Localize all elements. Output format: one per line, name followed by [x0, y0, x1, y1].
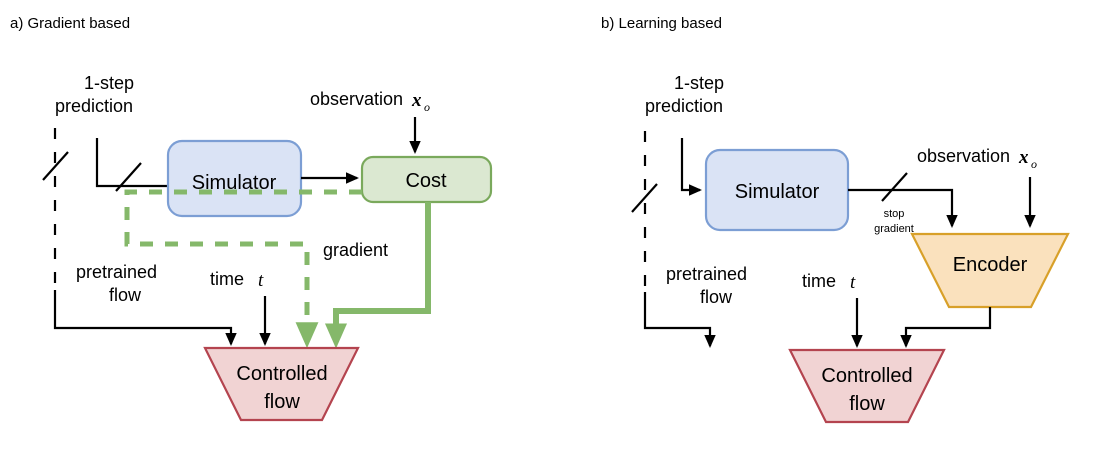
panel-a-observation-label: observation x o: [310, 89, 430, 114]
panel-b-controlled-flow-shape[interactable]: [788, 348, 946, 424]
panel-a-title: a) Gradient based: [10, 15, 130, 32]
panel-b-encoder-shape[interactable]: [910, 232, 1070, 309]
panel-b-time-text: time: [802, 271, 836, 291]
panel-b-observation-label: observation x o: [917, 146, 1037, 171]
panel-a-pretrained-flow-line-2: flow: [109, 285, 142, 305]
panel-b-controlled-flow-label-line-1: Controlled: [821, 365, 912, 387]
panel-a-one-step-prediction-label: 1-step prediction: [55, 73, 134, 116]
panel-b-time-label: time t: [802, 271, 856, 293]
panel-a-controlled-flow-node[interactable]: Controlled flow: [203, 346, 360, 422]
panel-gradient-based: a) Gradient based 1-step prediction Simu…: [10, 15, 493, 422]
panel-b-controlled-flow-label-line-2: flow: [849, 393, 885, 415]
panel-b-one-step-prediction-label: 1-step prediction: [645, 73, 724, 116]
panel-a-pretrained-flow-label: pretrained flow: [76, 262, 157, 305]
panel-a-controlled-flow-label-line-2: flow: [264, 391, 300, 413]
panel-b-one-step-prediction-line-2: prediction: [645, 96, 723, 116]
one-step-prediction-line-2: prediction: [55, 96, 133, 116]
panel-b-pretrained-flow-edge: [643, 292, 716, 348]
panel-b-pretrained-flow-line-1: pretrained: [666, 264, 747, 284]
panel-a-gradient-dashed-edge: [124, 189, 362, 349]
panel-b-encoder-to-controlled-flow-edge: [900, 307, 992, 348]
panel-b-title: b) Learning based: [601, 15, 722, 32]
panel-b-trunk-slash-icon: [631, 183, 658, 213]
panel-b-encoder-node[interactable]: Encoder: [910, 232, 1070, 309]
panel-b-observation-symbol: x: [1018, 147, 1029, 168]
panel-b-pretrained-flow-label: pretrained flow: [666, 264, 747, 307]
panel-a-time-text: time: [210, 269, 244, 289]
panel-b-simulator-node[interactable]: Simulator: [704, 148, 850, 232]
panel-a-time-label: time t: [210, 269, 264, 291]
panel-a-pretrained-flow-line-1: pretrained: [76, 262, 157, 282]
panel-a-controlled-flow-label-line-1: Controlled: [236, 363, 327, 385]
panel-a-pretrained-flow-edge: [53, 290, 237, 346]
panel-b-stop-gradient-line-1: stop: [884, 208, 905, 220]
panel-a-observation-subscript: o: [424, 100, 430, 114]
panel-a-one-step-prediction-edge: [95, 138, 170, 188]
panel-a-cost-node[interactable]: Cost: [360, 155, 493, 204]
panel-b-stop-gradient-label: stop gradient: [874, 208, 914, 235]
panel-b-observation-text: observation: [917, 146, 1010, 166]
panel-a-trunk-slash-icon: [42, 151, 69, 181]
panel-learning-based: b) Learning based 1-step prediction Simu…: [601, 15, 1070, 424]
one-step-prediction-line-1: 1-step: [84, 73, 134, 93]
panel-b-simulator-to-encoder-edge: [848, 188, 958, 228]
panel-a-time-symbol: t: [258, 270, 264, 291]
panel-b-one-step-prediction-edge: [680, 138, 702, 196]
panel-a-observation-text: observation: [310, 89, 403, 109]
panel-a-gradient-label: gradient: [323, 240, 388, 260]
panel-a-simulator-node[interactable]: Simulator: [166, 139, 303, 218]
panel-a-cost-to-controlled-flow-edge: [324, 202, 431, 349]
panel-b-time-symbol: t: [850, 272, 856, 293]
panel-b-stop-gradient-slash-icon: [881, 172, 908, 202]
panel-b-one-step-prediction-line-1: 1-step: [674, 73, 724, 93]
panel-a-controlled-flow-shape[interactable]: [203, 346, 360, 422]
panel-a-cost-label: Cost: [405, 170, 447, 192]
panel-b-observation-subscript: o: [1031, 157, 1037, 171]
panel-b-stop-gradient-line-2: gradient: [874, 223, 914, 235]
panel-a-prediction-slash-icon: [115, 162, 142, 192]
panel-b-controlled-flow-node[interactable]: Controlled flow: [788, 348, 946, 424]
panel-a-observation-symbol: x: [411, 90, 422, 111]
panel-b-pretrained-flow-line-2: flow: [700, 287, 733, 307]
panel-a-simulator-label: Simulator: [192, 172, 277, 194]
panel-b-simulator-label: Simulator: [735, 181, 820, 203]
panel-b-encoder-label: Encoder: [953, 254, 1028, 276]
